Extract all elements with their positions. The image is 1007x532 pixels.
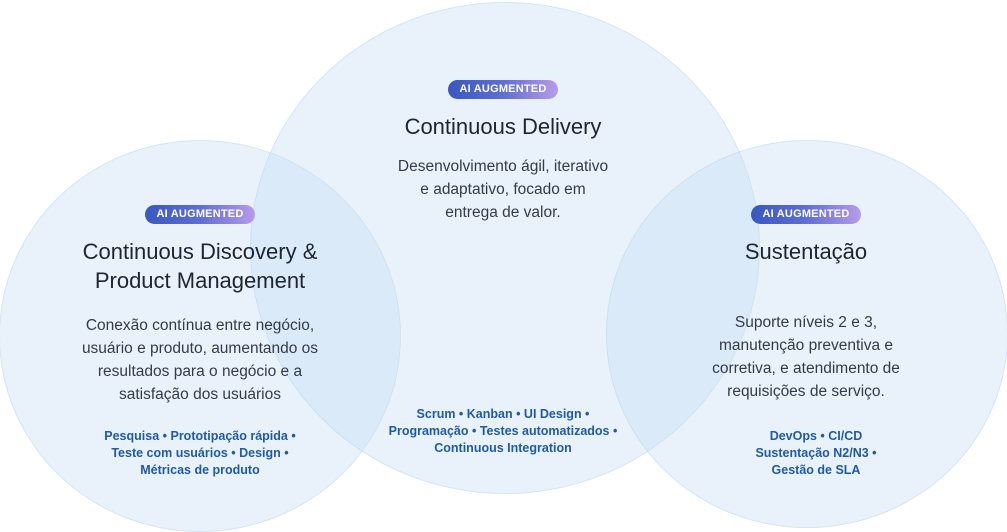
sustentacao-title: Sustentação — [744, 239, 868, 264]
discovery-title-line: Product Management — [94, 268, 306, 293]
ai-augmented-badge: AI AUGMENTED — [447, 80, 559, 99]
discovery-desc-line: resultados para o negócio e a — [97, 363, 303, 380]
discovery-tags-line: Pesquisa • Prototipação rápida • — [104, 429, 296, 443]
discovery-tags-line: Teste com usuários • Design • — [111, 446, 289, 460]
sustentacao-desc-line: corretiva, e atendimento de — [712, 360, 900, 377]
sustentacao-description: Suporte níveis 2 e 3, manutenção prevent… — [656, 311, 956, 403]
delivery-desc-line: e adaptativo, focado em — [420, 181, 586, 198]
ai-augmented-badge: AI AUGMENTED — [750, 205, 862, 224]
discovery-description: Conexão contínua entre negócio, usuário … — [40, 314, 360, 406]
discovery-title: Continuous Discovery & Product Managemen… — [40, 237, 360, 295]
discovery-desc-line: satisfação dos usuários — [119, 386, 281, 403]
delivery-section: AI AUGMENTED Continuous Delivery Desenvo… — [353, 79, 653, 224]
discovery-section: AI AUGMENTED Continuous Discovery & Prod… — [40, 204, 360, 406]
delivery-desc-line: Desenvolvimento ágil, iterativo — [397, 158, 609, 175]
delivery-title: Continuous Delivery — [404, 114, 602, 139]
discovery-desc-line: Conexão contínua entre negócio, — [85, 317, 315, 334]
sustentacao-desc-line: manutenção preventiva e — [718, 337, 894, 354]
delivery-tags-line: Programação • Testes automatizados • — [388, 424, 618, 438]
sustentacao-tags-line: Gestão de SLA — [771, 463, 861, 477]
sustentacao-desc-line: requisições de serviço. — [727, 383, 885, 400]
discovery-desc-line: usuário e produto, aumentando os — [81, 340, 319, 357]
delivery-tags-line: Continuous Integration — [434, 441, 572, 455]
delivery-desc-line: entrega de valor. — [445, 204, 561, 221]
sustentacao-circle — [606, 140, 1007, 528]
sustentacao-tags-line: Sustentação N2/N3 • — [755, 446, 877, 460]
sustentacao-tags: DevOps • CI/CD Sustentação N2/N3 • Gestã… — [666, 428, 966, 479]
delivery-tags: Scrum • Kanban • UI Design • Programação… — [353, 406, 653, 457]
delivery-tags-line: Scrum • Kanban • UI Design • — [416, 407, 590, 421]
sustentacao-section: AI AUGMENTED Sustentação Suporte níveis … — [656, 204, 956, 403]
discovery-title-line: Continuous Discovery & — [82, 239, 318, 264]
discovery-tags-line: Métricas de produto — [140, 463, 260, 477]
ai-augmented-badge: AI AUGMENTED — [144, 205, 256, 224]
delivery-description: Desenvolvimento ágil, iterativo e adapta… — [353, 155, 653, 224]
sustentacao-tags-line: DevOps • CI/CD — [769, 429, 863, 443]
discovery-tags: Pesquisa • Prototipação rápida • Teste c… — [40, 428, 360, 479]
sustentacao-desc-line: Suporte níveis 2 e 3, — [734, 314, 878, 331]
